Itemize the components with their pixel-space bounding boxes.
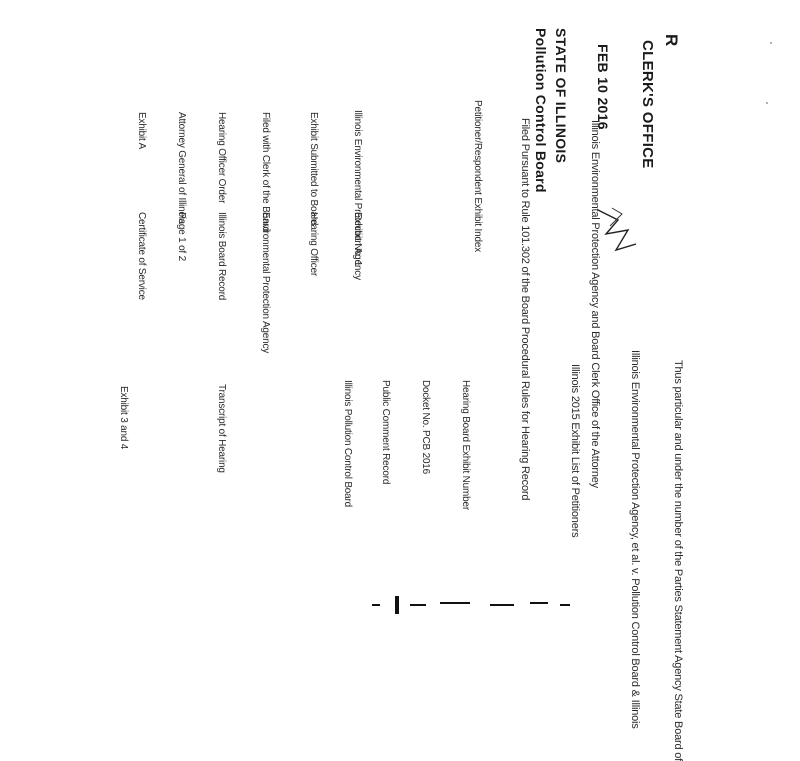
scanned-document-page: R CLERK'S OFFICE FEB 10 2016 STATE OF IL…: [118, 28, 772, 761]
scan-artifact: [530, 602, 548, 604]
body-line: Filed Pursuant to Rule 101.302 of the Bo…: [519, 118, 531, 501]
scan-artifact: [560, 604, 570, 606]
scan-speck: [770, 42, 772, 44]
body-line: Illinois Environmental Protection Agency…: [589, 120, 601, 488]
index-line: Hearing Officer: [308, 212, 319, 277]
index-line: Hearing Board Exhibit Number: [460, 380, 471, 511]
body-line: Illinois Environmental Protection Agency…: [629, 350, 641, 729]
body-line: Illinois 2015 Exhibit List of Petitioner…: [569, 364, 581, 538]
signature-scribble: [597, 207, 637, 252]
index-line: Public Comment Record: [380, 380, 391, 485]
index-line: Exhibit A: [136, 112, 147, 150]
index-line: Docket No. PCB 2016: [420, 380, 431, 475]
stamp-initial: R: [662, 34, 681, 47]
scan-artifact: [372, 604, 380, 606]
stamp-state: STATE OF ILLINOIS: [553, 28, 569, 164]
scan-artifact: [440, 602, 470, 604]
stamp-board: Pollution Control Board: [533, 28, 549, 193]
index-line: Exhibit No. 1: [352, 212, 363, 267]
index-line: Hearing Officer Order: [216, 112, 227, 204]
index-line: Page 1 of 2: [176, 212, 187, 261]
index-line: Transcript of Hearing: [216, 384, 227, 473]
index-line: Illinois Board Record: [216, 212, 227, 301]
index-line: Environmental Protection Agency: [260, 212, 271, 354]
stamp-office: CLERK'S OFFICE: [639, 40, 656, 169]
index-line: Certificate of Service: [136, 212, 147, 300]
index-line: Exhibit 3 and 4: [118, 386, 129, 450]
body-line: Thus particular and under the number of …: [672, 360, 684, 761]
scan-artifact: [410, 604, 426, 606]
stamp-date: FEB 10 2016: [595, 44, 611, 130]
index-line: Petitioner/Respondent Exhibit Index: [472, 100, 483, 252]
scan-speck: [766, 102, 768, 104]
index-line: Attorney General of Illinois: [176, 112, 187, 224]
scan-artifact: [490, 604, 514, 606]
scan-artifact: [395, 596, 399, 614]
index-line: Exhibit Submitted to Board: [308, 112, 319, 226]
index-line: Illinois Pollution Control Board: [342, 380, 353, 508]
